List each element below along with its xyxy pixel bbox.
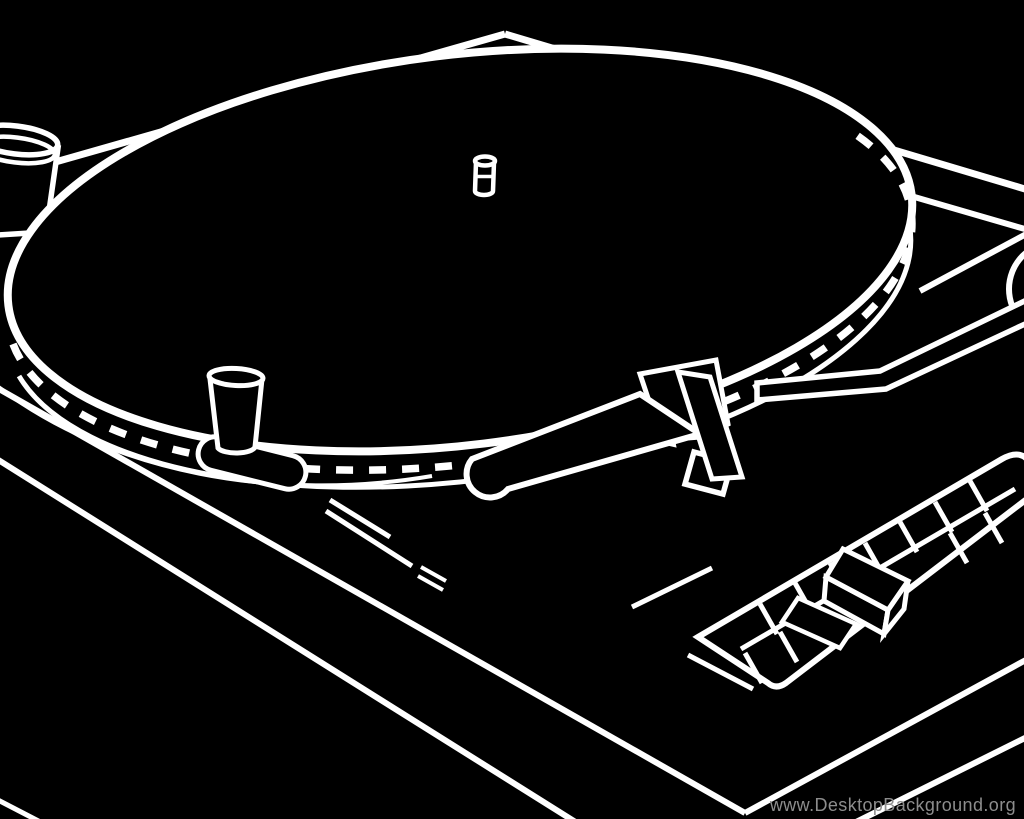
start-stop-button	[195, 365, 309, 492]
finger-lift	[674, 368, 746, 482]
spindle	[472, 154, 498, 198]
watermark-text: www.DesktopBackground.org	[769, 795, 1016, 815]
speed-marking-lines	[324, 497, 447, 592]
tonearm-tube	[754, 298, 1024, 403]
fader-knob-pad	[778, 595, 860, 651]
tonearm-rest-bar	[918, 231, 1024, 294]
pitch-fader	[681, 448, 1024, 690]
headshell	[463, 390, 708, 501]
tonearm-base	[1006, 250, 1024, 328]
tonearm	[463, 231, 1024, 501]
adapter-post	[0, 122, 62, 238]
plinth-front-edges	[0, 386, 1024, 819]
fader-knob	[821, 545, 912, 644]
